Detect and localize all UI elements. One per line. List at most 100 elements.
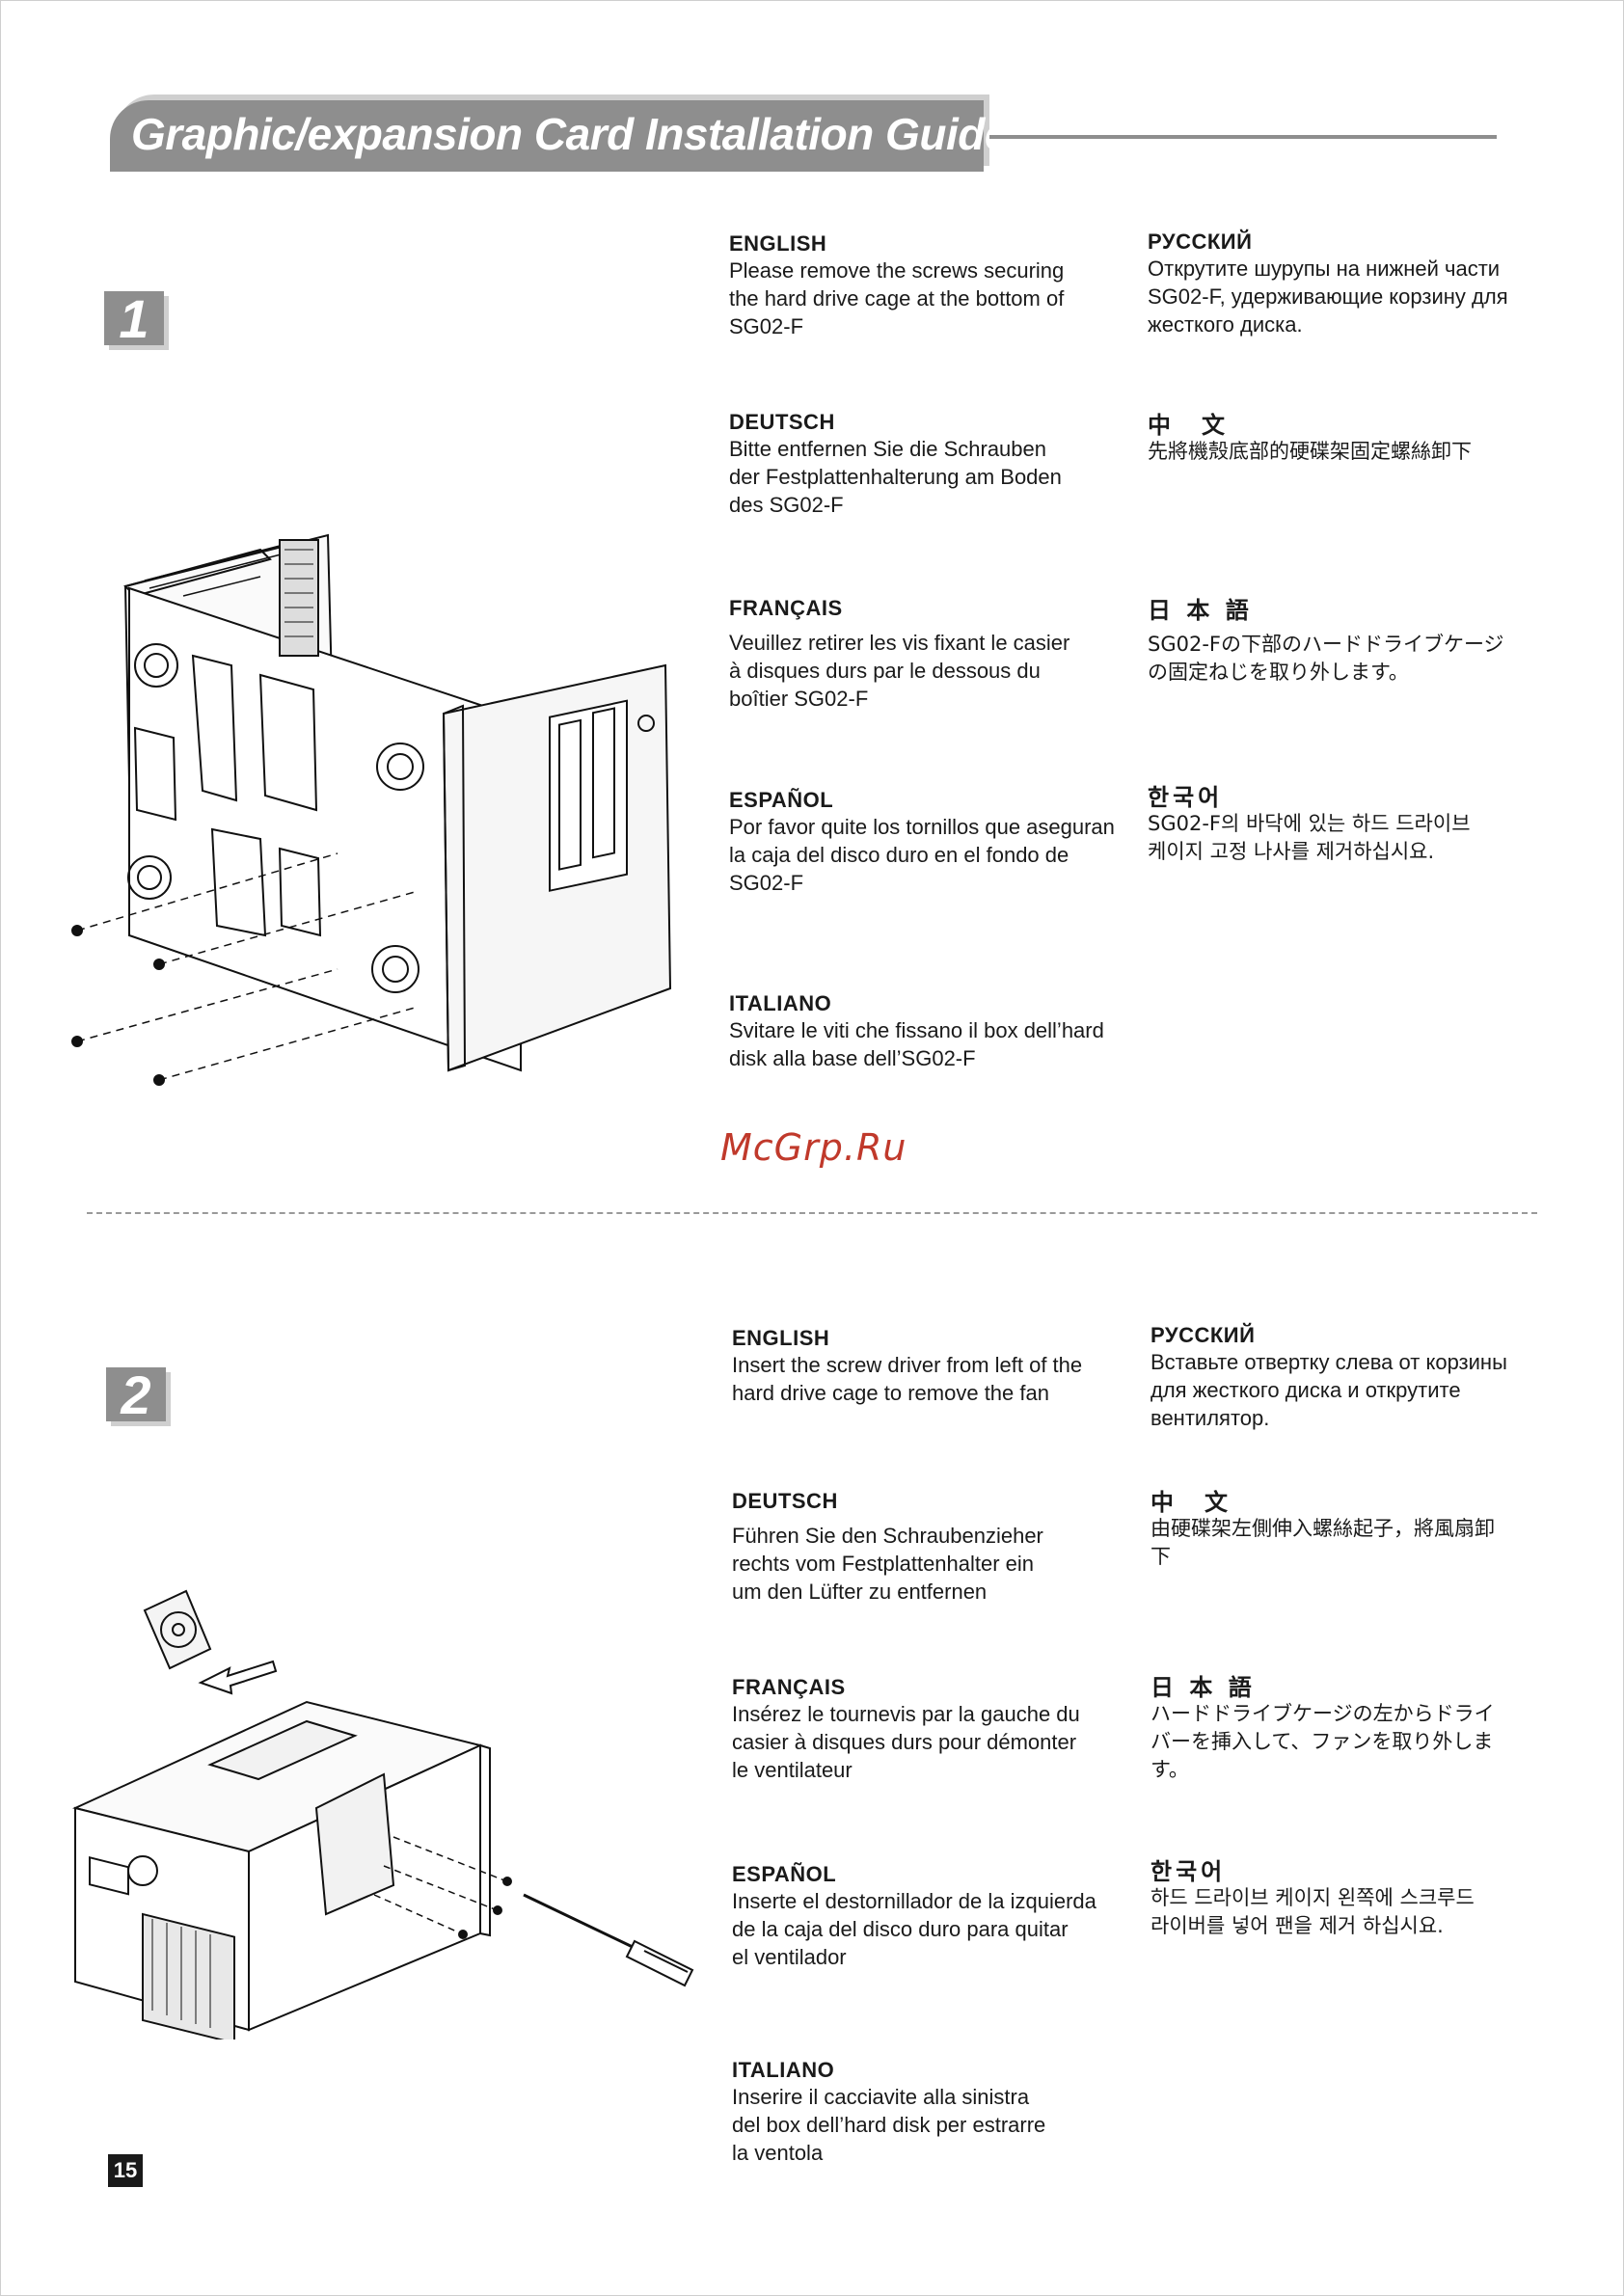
instruction-line: バーを挿入して、ファンを取り外しま <box>1150 1730 1494 1753</box>
instruction-line: 하드 드라이브 케이지 왼쪽에 스크루드 <box>1150 1886 1475 1909</box>
lang-heading: РУССКИЙ <box>1150 1323 1256 1347</box>
instruction-line: для жесткого диска и открутите <box>1150 1378 1461 1402</box>
instruction-text: Svitare le viti che fissano il box dell’… <box>729 1016 1115 1072</box>
instruction-line: à disques durs par le dessous du <box>729 659 1041 683</box>
instruction-line: SG02-F <box>729 871 804 895</box>
instruction-line: casier à disques durs pour démonter <box>732 1730 1077 1754</box>
instruction-line: 케이지 고정 나사를 제거하십시요. <box>1148 840 1435 863</box>
step-2-francais: FRANÇAIS Insérez le tournevis par la gau… <box>732 1675 1118 1784</box>
step-1-francais: FRANÇAIS Veuillez retirer les vis fixant… <box>729 596 1115 713</box>
step-1-russian: РУССКИЙ Открутите шурупы на нижней части… <box>1148 230 1533 338</box>
lang-heading: 한국어 <box>1150 1858 1227 1885</box>
instruction-line: de la caja del disco duro para quitar <box>732 1917 1069 1941</box>
instruction-text: ハードドライブケージの左からドライ バーを挿入して、ファンを取り外しま す。 <box>1150 1700 1536 1784</box>
lang-heading: ENGLISH <box>729 231 827 256</box>
step-2-russian: РУССКИЙ Вставьте отвертку слева от корзи… <box>1150 1323 1536 1432</box>
instruction-line: disk alla base dell’SG02-F <box>729 1046 976 1070</box>
instruction-line: hard drive cage to remove the fan <box>732 1381 1049 1405</box>
step-2-deutsch: DEUTSCH Führen Sie den Schraubenzieher r… <box>732 1489 1118 1606</box>
instruction-line: Please remove the screws securing <box>729 258 1065 283</box>
lang-heading: 한국어 <box>1148 784 1224 811</box>
page-title: Graphic/expansion Card Installation Guid… <box>131 109 1009 159</box>
instruction-line: 라이버를 넣어 팬을 제거 하십시요. <box>1150 1914 1444 1937</box>
instruction-line: Inserte el destornillador de la izquierd… <box>732 1889 1096 1913</box>
lang-heading: 日 本 語 <box>1148 597 1253 624</box>
lang-heading: РУССКИЙ <box>1148 230 1253 254</box>
instruction-text: Bitte entfernen Sie die Schrauben der Fe… <box>729 435 1115 519</box>
instruction-text: Führen Sie den Schraubenzieher rechts vo… <box>732 1522 1118 1606</box>
fan-removal-screwdriver-diagram <box>71 1589 694 2039</box>
watermark: McGrp.Ru <box>720 1126 907 1169</box>
step-1-chinese: 中 文 先將機殼底部的硬碟架固定螺絲卸下 <box>1148 413 1533 466</box>
instruction-line: der Festplattenhalterung am Boden <box>729 465 1062 489</box>
instruction-line: жесткого диска. <box>1148 312 1303 337</box>
lang-heading: 日 本 語 <box>1150 1674 1256 1701</box>
instruction-line: Открутите шурупы на нижней части <box>1148 257 1501 281</box>
instruction-text: 하드 드라이브 케이지 왼쪽에 스크루드 라이버를 넣어 팬을 제거 하십시요. <box>1150 1884 1536 1940</box>
instruction-text: Please remove the screws securing the ha… <box>729 257 1115 340</box>
instruction-line: Insérez le tournevis par la gauche du <box>732 1702 1080 1726</box>
step-2-chinese: 中 文 由硬碟架左側伸入螺絲起子，將風扇卸 下 <box>1150 1490 1536 1571</box>
instruction-line: Por favor quite los tornillos que asegur… <box>729 815 1115 839</box>
instruction-line: Bitte entfernen Sie die Schrauben <box>729 437 1047 461</box>
instruction-line: Inserire il cacciavite alla sinistra <box>732 2085 1030 2109</box>
instruction-line: um den Lüfter zu entfernen <box>732 1580 988 1604</box>
instruction-line: Вставьте отвертку слева от корзины <box>1150 1350 1507 1374</box>
instruction-line: del box dell’hard disk per estrarre <box>732 2113 1046 2137</box>
lang-heading: ITALIANO <box>732 2058 835 2082</box>
instruction-line: SG02-F의 바닥에 있는 하드 드라이브 <box>1148 812 1471 835</box>
step-1-japanese: 日 本 語 SG02-Fの下部のハードドライブケージ の固定ねじを取り外します。 <box>1148 598 1533 687</box>
title-banner <box>110 100 984 172</box>
lang-heading: 中 文 <box>1148 412 1229 439</box>
instruction-text: Por favor quite los tornillos que asegur… <box>729 813 1115 897</box>
step-2-number: 2 <box>121 1364 151 1425</box>
step-1-korean: 한국어 SG02-F의 바닥에 있는 하드 드라이브 케이지 고정 나사를 제거… <box>1148 785 1533 866</box>
instruction-line: す。 <box>1150 1758 1189 1781</box>
instruction-text: Открутите шурупы на нижней части SG02-F,… <box>1148 255 1533 338</box>
step-2-italiano: ITALIANO Inserire il cacciavite alla sin… <box>732 2058 1118 2167</box>
instruction-text: Insert the screw driver from left of the… <box>732 1351 1118 1407</box>
instruction-line: la ventola <box>732 2141 824 2165</box>
hard-drive-cage-screws-diagram <box>71 533 672 1086</box>
instruction-text: Inserte el destornillador de la izquierd… <box>732 1887 1118 1971</box>
instruction-text: SG02-F의 바닥에 있는 하드 드라이브 케이지 고정 나사를 제거하십시요… <box>1148 810 1533 866</box>
lang-heading: ESPAÑOL <box>729 788 834 812</box>
instruction-line: の固定ねじを取り外します。 <box>1148 661 1409 684</box>
instruction-line: el ventilador <box>732 1945 847 1969</box>
instruction-text: 先將機殼底部的硬碟架固定螺絲卸下 <box>1148 438 1533 466</box>
section-divider <box>87 1212 1537 1214</box>
instruction-text: Veuillez retirer les vis fixant le casie… <box>729 629 1115 713</box>
step-1-english: ENGLISH Please remove the screws securin… <box>729 231 1115 340</box>
instruction-line: SG02-F <box>729 314 804 338</box>
instruction-line: boîtier SG02-F <box>729 687 869 711</box>
step-2-japanese: 日 本 語 ハードドライブケージの左からドライ バーを挿入して、ファンを取り外し… <box>1150 1675 1536 1784</box>
instruction-line: SG02-Fの下部のハードドライブケージ <box>1148 633 1504 656</box>
instruction-line: 先將機殼底部的硬碟架固定螺絲卸下 <box>1148 440 1472 463</box>
lang-heading: ITALIANO <box>729 991 832 1015</box>
instruction-text: Вставьте отвертку слева от корзины для ж… <box>1150 1348 1536 1432</box>
lang-heading: FRANÇAIS <box>732 1675 846 1699</box>
instruction-line: 下 <box>1150 1545 1171 1568</box>
lang-heading: ESPAÑOL <box>732 1862 837 1886</box>
step-2-english: ENGLISH Insert the screw driver from lef… <box>732 1326 1118 1407</box>
lang-heading: 中 文 <box>1150 1489 1232 1516</box>
instruction-line: des SG02-F <box>729 493 844 517</box>
instruction-line: Insert the screw driver from left of the <box>732 1353 1083 1377</box>
lang-heading: DEUTSCH <box>732 1489 838 1513</box>
step-1-badge: 1 <box>104 288 164 349</box>
instruction-line: 由硬碟架左側伸入螺絲起子，將風扇卸 <box>1150 1517 1495 1540</box>
title-rule <box>989 135 1497 139</box>
lang-heading: ENGLISH <box>732 1326 830 1350</box>
step-2-badge: 2 <box>106 1364 166 1425</box>
step-1-italiano: ITALIANO Svitare le viti che fissano il … <box>729 991 1115 1072</box>
instruction-line: ハードドライブケージの左からドライ <box>1150 1702 1495 1725</box>
page-number: 15 <box>108 2154 143 2187</box>
step-1-espanol: ESPAÑOL Por favor quite los tornillos qu… <box>729 788 1115 897</box>
instruction-text: 由硬碟架左側伸入螺絲起子，將風扇卸 下 <box>1150 1515 1536 1571</box>
instruction-line: Svitare le viti che fissano il box dell’… <box>729 1018 1104 1042</box>
instruction-line: rechts vom Festplattenhalter ein <box>732 1552 1035 1576</box>
step-2-espanol: ESPAÑOL Inserte el destornillador de la … <box>732 1862 1118 1971</box>
step-2-korean: 한국어 하드 드라이브 케이지 왼쪽에 스크루드 라이버를 넣어 팬을 제거 하… <box>1150 1859 1536 1940</box>
lang-heading: FRANÇAIS <box>729 596 843 620</box>
instruction-line: Führen Sie den Schraubenzieher <box>732 1524 1043 1548</box>
